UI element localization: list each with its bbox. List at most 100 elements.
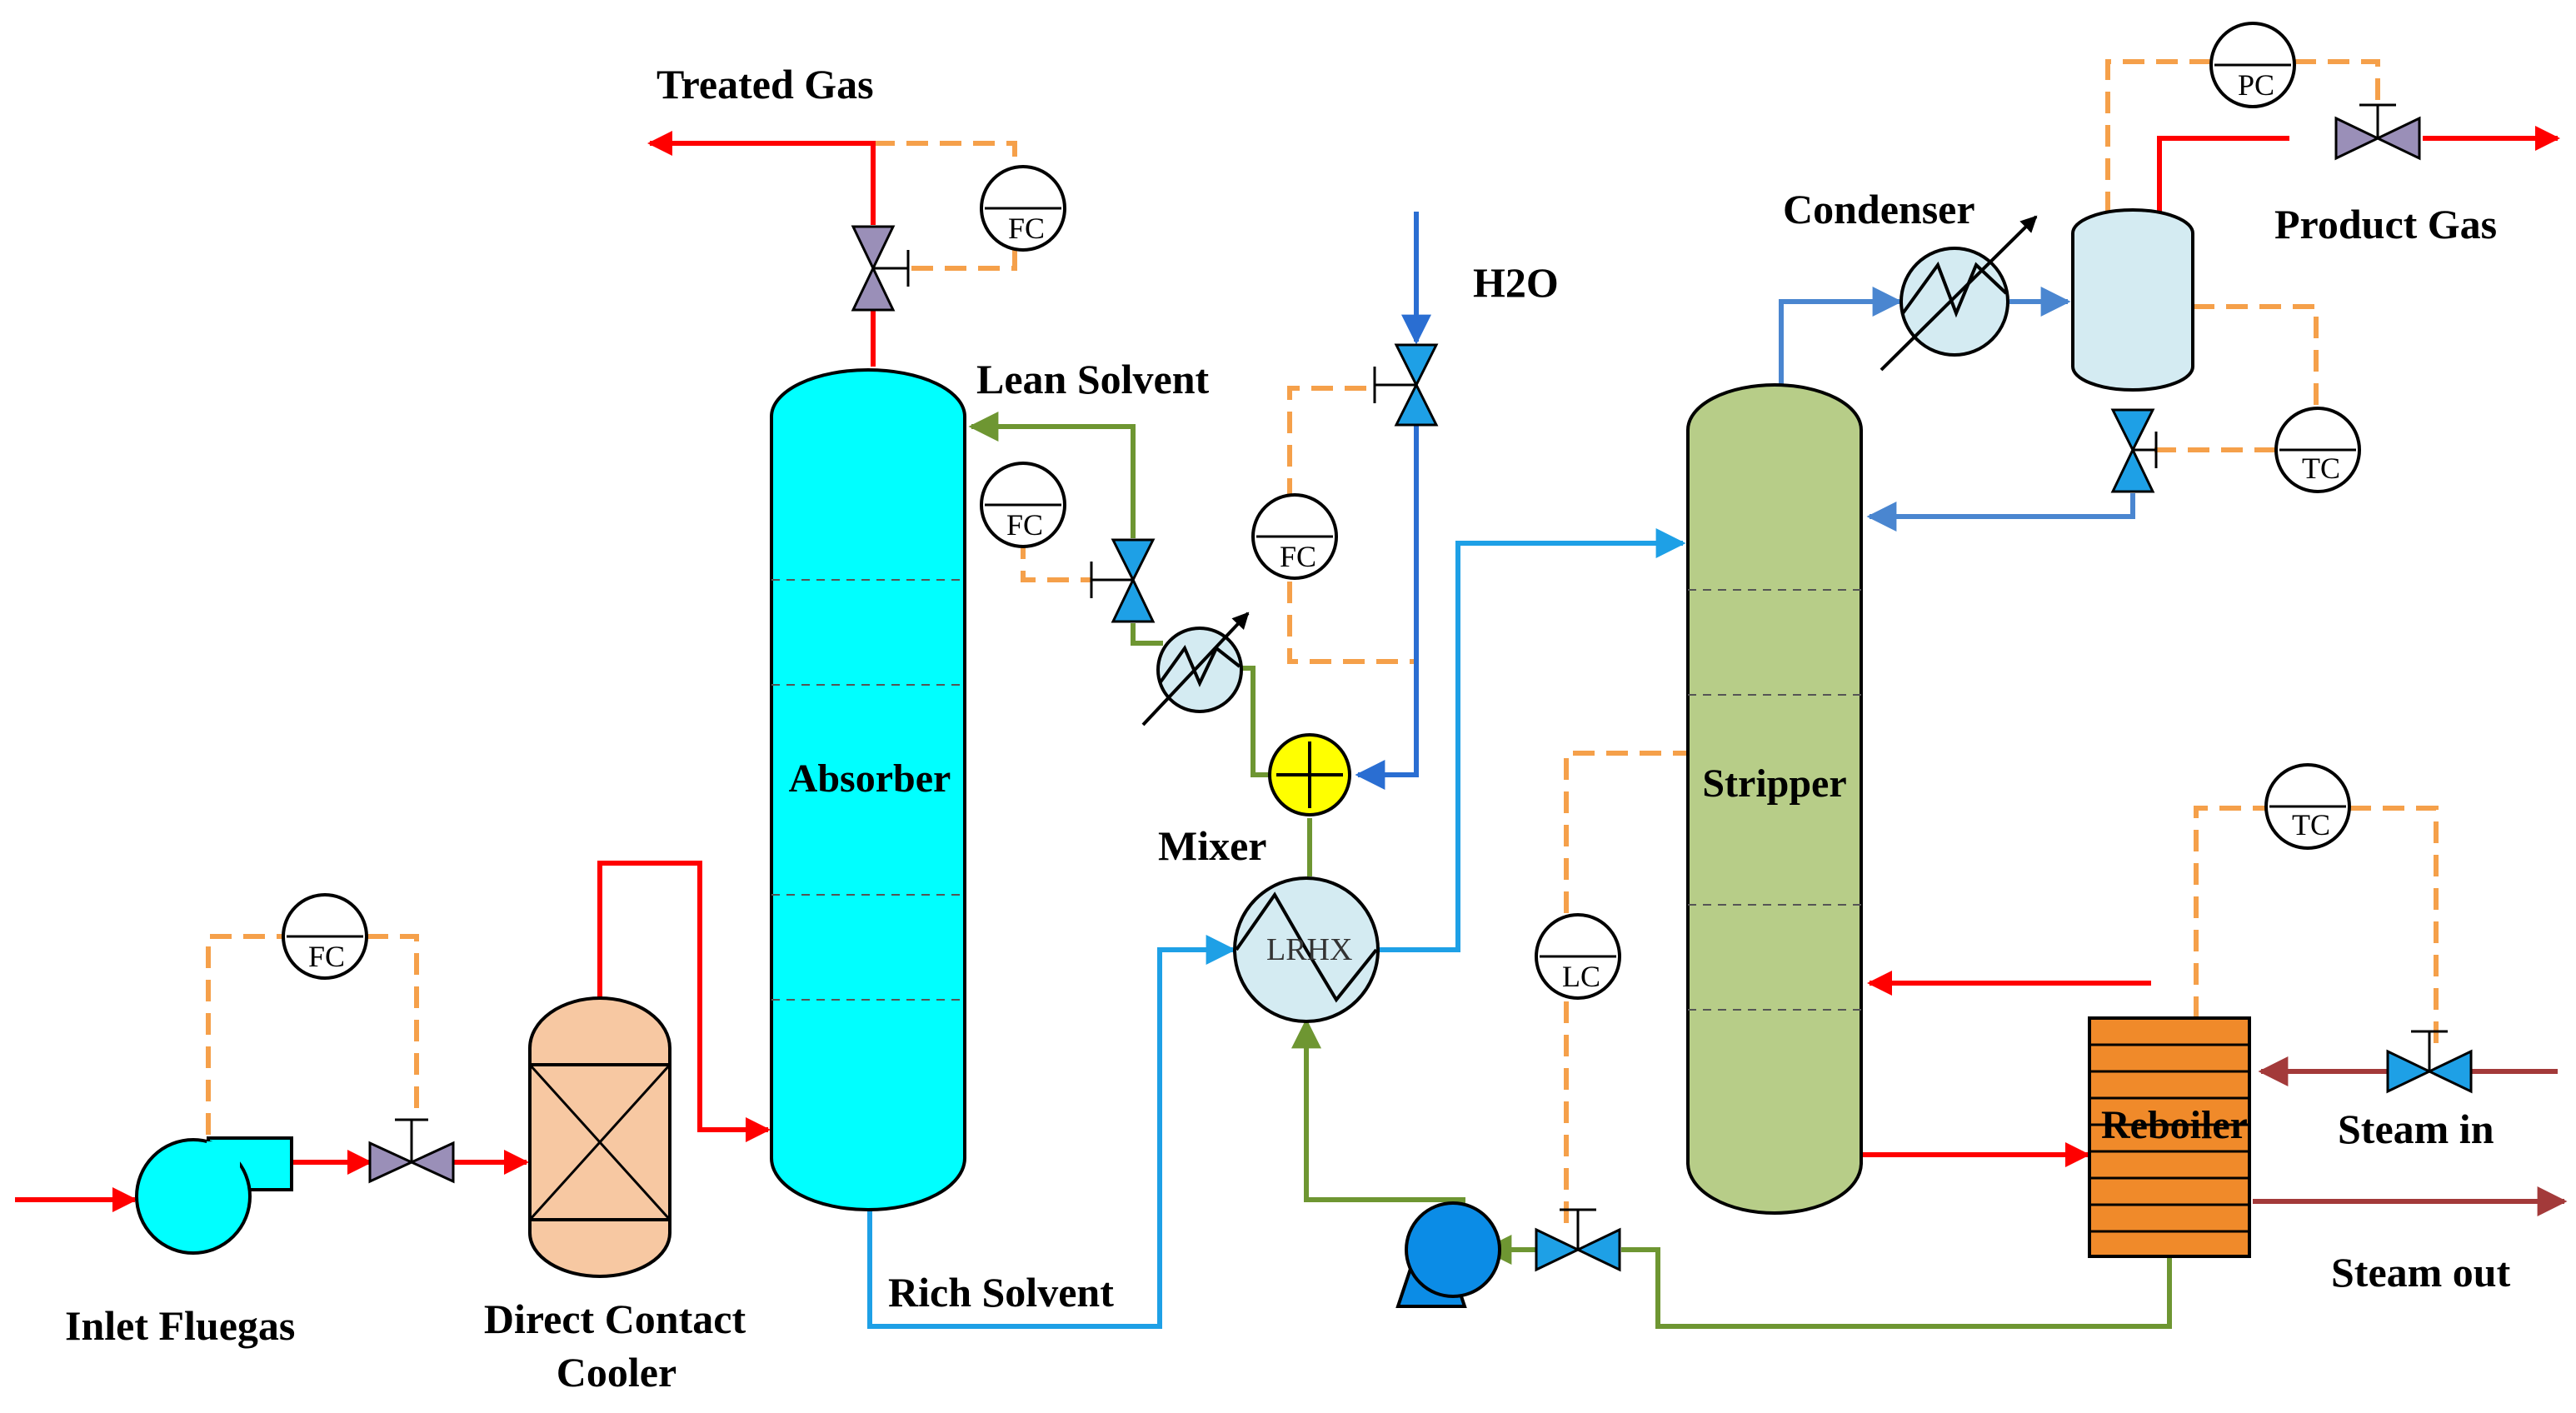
absorber-label: Absorber bbox=[789, 756, 951, 801]
signal-condenser-tc bbox=[2154, 304, 2319, 452]
lean-solvent-cooler[interactable] bbox=[1141, 612, 1250, 726]
cooler-vessel bbox=[528, 996, 671, 1278]
lean-solvent-pump[interactable] bbox=[1395, 1201, 1501, 1308]
lrhx-label: LRHX bbox=[1266, 932, 1352, 967]
stripper-overhead-streams bbox=[1779, 287, 2135, 532]
inlet-blower[interactable] bbox=[135, 1136, 293, 1255]
steam-in-label: Steam in bbox=[2338, 1106, 2494, 1152]
steam-valve[interactable] bbox=[2386, 1030, 2473, 1094]
reflux-to-stripper-line bbox=[1866, 493, 2135, 532]
controller-tag: FC bbox=[1280, 540, 1316, 573]
inlet-fluegas-label: Inlet Fluegas bbox=[65, 1302, 295, 1349]
product-gas-valve[interactable] bbox=[2334, 103, 2421, 161]
steam-streams bbox=[2253, 1071, 2568, 1216]
controller-tag: TC bbox=[2302, 452, 2340, 485]
lean-pump-valve[interactable] bbox=[1535, 1208, 1621, 1272]
stripper-vessel bbox=[1686, 383, 1863, 1215]
valve-body bbox=[2374, 116, 2421, 161]
controller-treated-gas-fc[interactable]: FC bbox=[980, 165, 1066, 252]
control-signal-lines bbox=[206, 59, 2439, 1223]
blower-seam-cover bbox=[207, 1141, 240, 1186]
dcc-label-line2: Cooler bbox=[557, 1349, 676, 1396]
h2o-to-mixer-line bbox=[1355, 425, 1419, 790]
lean-solvent-valve[interactable] bbox=[1090, 538, 1156, 623]
cooler-to-valve-line bbox=[1131, 623, 1163, 646]
valve-body bbox=[2334, 116, 2381, 161]
valve-body bbox=[2426, 1049, 2473, 1094]
condenser[interactable] bbox=[1880, 215, 2038, 372]
controller-h2o-fc[interactable]: FC bbox=[1251, 493, 1338, 580]
controller-pressure-pc[interactable]: PC bbox=[2209, 22, 2296, 108]
diagram-labels: Treated Gas Lean Solvent H2O Condenser P… bbox=[65, 61, 2511, 1396]
controller-tag: LC bbox=[1562, 960, 1600, 993]
cooler-to-absorber-line bbox=[597, 861, 771, 1142]
h2o-label: H2O bbox=[1473, 259, 1559, 306]
reboiler[interactable] bbox=[2088, 1016, 2251, 1258]
lean-solvent-label: Lean Solvent bbox=[976, 356, 1210, 402]
water-streams bbox=[1355, 212, 1431, 790]
steam-out-label: Steam out bbox=[2331, 1249, 2511, 1296]
condenser-diagonal-arrow bbox=[1880, 215, 2038, 372]
cooler-packing bbox=[528, 1063, 671, 1221]
reboiler-label: Reboiler bbox=[2101, 1103, 2248, 1147]
mixer-to-cooler-line bbox=[1236, 666, 1273, 777]
controller-lean-solvent-fc[interactable]: FC bbox=[980, 462, 1066, 548]
controller-tag: PC bbox=[2238, 68, 2274, 102]
lrhx-heat-exchanger[interactable] bbox=[1233, 876, 1380, 1023]
reboiler-body bbox=[2088, 1016, 2251, 1258]
valve-body bbox=[1535, 1227, 1581, 1272]
lrhx-to-stripper-line bbox=[1376, 528, 1686, 952]
controller-tag: FC bbox=[308, 940, 345, 973]
controller-reboiler-tc[interactable]: TC bbox=[2264, 763, 2351, 850]
signal-level-lc bbox=[1564, 751, 1688, 1223]
valve-body bbox=[408, 1141, 455, 1184]
valve-body bbox=[1111, 538, 1156, 583]
controller-tag: FC bbox=[1006, 508, 1043, 542]
inlet-valve[interactable] bbox=[368, 1118, 455, 1184]
signal-lean-solvent-fc bbox=[1021, 504, 1091, 582]
valve-body bbox=[1394, 382, 1439, 427]
controller-tag: TC bbox=[2292, 808, 2330, 841]
valve-body bbox=[1111, 577, 1156, 623]
flue-gas-streams bbox=[15, 138, 2558, 1212]
valve-body bbox=[2386, 1049, 2433, 1094]
controller-tag: FC bbox=[1008, 212, 1045, 245]
treated-gas-valve[interactable] bbox=[851, 225, 910, 312]
mixer-label: Mixer bbox=[1158, 822, 1266, 869]
stripper-column[interactable] bbox=[1686, 383, 1863, 1215]
mixer[interactable] bbox=[1268, 733, 1351, 816]
valve-body bbox=[2110, 447, 2155, 493]
reboiler-to-pump-line bbox=[1621, 1247, 2172, 1329]
reflux-drum[interactable] bbox=[2071, 208, 2194, 392]
controller-inlet-fc[interactable]: FC bbox=[282, 893, 368, 980]
valve-body bbox=[1394, 343, 1439, 388]
signal-reboiler-tc bbox=[2194, 806, 2439, 1046]
lean-solvent-streams bbox=[968, 412, 2172, 1329]
packing-cross bbox=[528, 1063, 671, 1221]
drum-vessel bbox=[2071, 208, 2194, 392]
stripper-to-condenser-line bbox=[1779, 287, 1903, 385]
cooler-diagonal-arrow bbox=[1141, 612, 1250, 726]
absorber-to-treated-gas-line bbox=[650, 143, 876, 367]
absorber-column[interactable] bbox=[770, 368, 966, 1211]
signal-inlet-fc bbox=[206, 934, 419, 1135]
dcc-label-line1: Direct Contact bbox=[484, 1296, 746, 1342]
rich-solvent-label: Rich Solvent bbox=[888, 1269, 1114, 1316]
condenser-coil bbox=[1901, 261, 2008, 318]
valve-body bbox=[368, 1141, 415, 1184]
product-gas-label: Product Gas bbox=[2274, 201, 2497, 247]
reflux-valve[interactable] bbox=[2110, 408, 2158, 493]
valve-body bbox=[851, 225, 896, 272]
controller-condenser-tc[interactable]: TC bbox=[2274, 407, 2361, 493]
rich-solvent-streams bbox=[867, 528, 1686, 1329]
valve-body bbox=[2110, 408, 2155, 453]
controller-level-lc[interactable]: LC bbox=[1535, 913, 1621, 1000]
pump-body bbox=[1405, 1201, 1501, 1298]
lrhx-coil bbox=[1235, 891, 1378, 1003]
h2o-valve[interactable] bbox=[1373, 343, 1439, 427]
valve-body bbox=[1575, 1227, 1621, 1272]
direct-contact-cooler[interactable] bbox=[528, 996, 671, 1278]
signal-pressure-pc bbox=[2105, 59, 2380, 213]
valve-to-absorber-line bbox=[968, 412, 1136, 538]
signal-treated-gas-fc bbox=[873, 141, 1017, 271]
